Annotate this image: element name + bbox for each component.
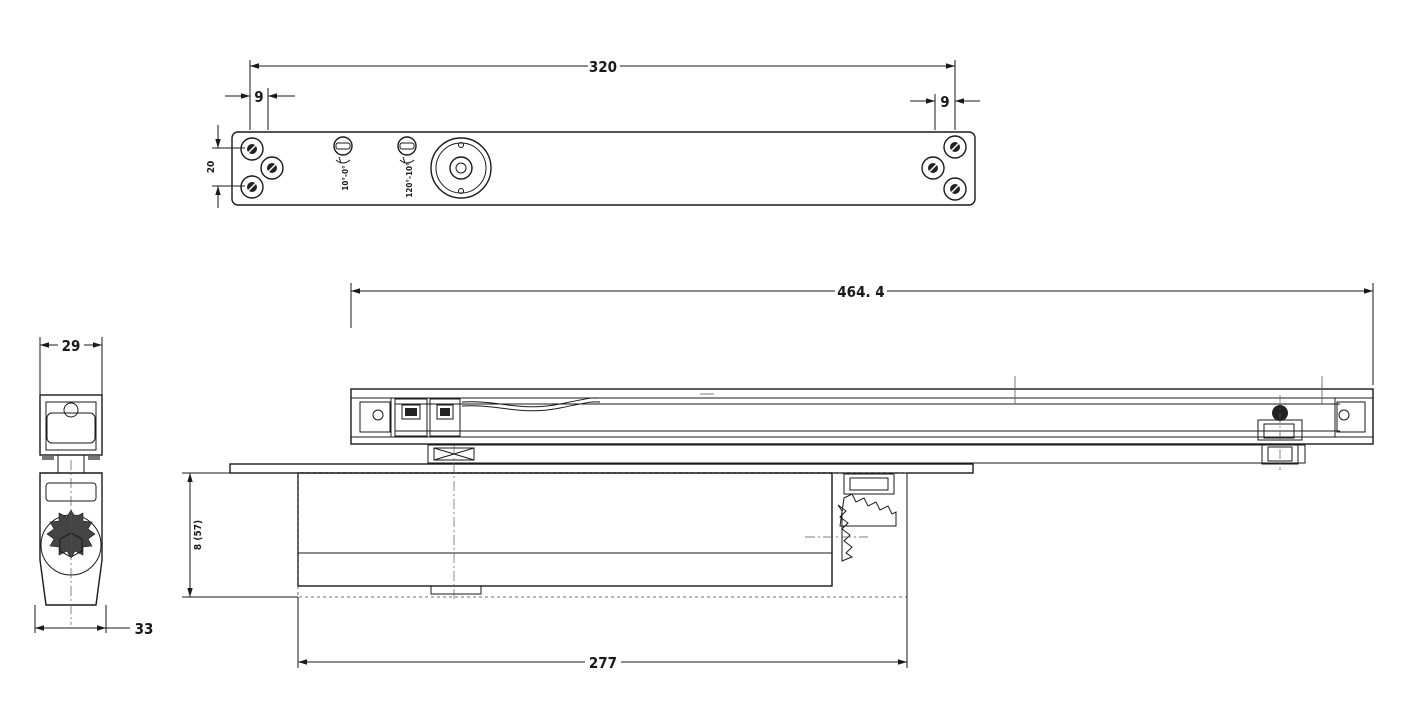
adjustment-valve-icon <box>397 136 417 164</box>
end-view: 29 33 <box>34 337 154 638</box>
closer-body-view: 8 (57) 277 <box>182 445 974 672</box>
adjustment-valve-icon <box>333 136 353 164</box>
dim-top-left-offset: 9 <box>254 88 263 106</box>
spindle-assembly-icon <box>1257 395 1303 470</box>
screw-hole-icon <box>260 156 284 180</box>
dim-end-width: 29 <box>62 337 81 355</box>
pinion-gear-icon <box>805 473 897 562</box>
screw-hole-icon <box>240 175 264 199</box>
dim-body-height: 8 (57) <box>193 520 204 550</box>
slot-label-1: 10°-0° <box>341 165 350 190</box>
top-view-plate: 320 9 9 20 <box>206 56 980 208</box>
screw-hole-icon <box>943 177 967 201</box>
side-view-channel: 464. 4 <box>350 282 1374 470</box>
screw-hole-icon <box>240 137 264 161</box>
dim-overall-length: 464. 4 <box>837 283 884 301</box>
slot-label-2: 120°-10° <box>405 162 414 197</box>
spindle-hub-icon <box>430 137 492 199</box>
dim-end-depth: 33 <box>135 620 154 638</box>
dim-top-right-offset: 9 <box>940 93 949 111</box>
screw-hole-icon <box>921 156 945 180</box>
dim-top-width: 320 <box>589 58 617 76</box>
dim-body-length: 277 <box>589 654 617 672</box>
dim-top-height: 20 <box>206 161 217 174</box>
screw-hole-icon <box>943 135 967 159</box>
